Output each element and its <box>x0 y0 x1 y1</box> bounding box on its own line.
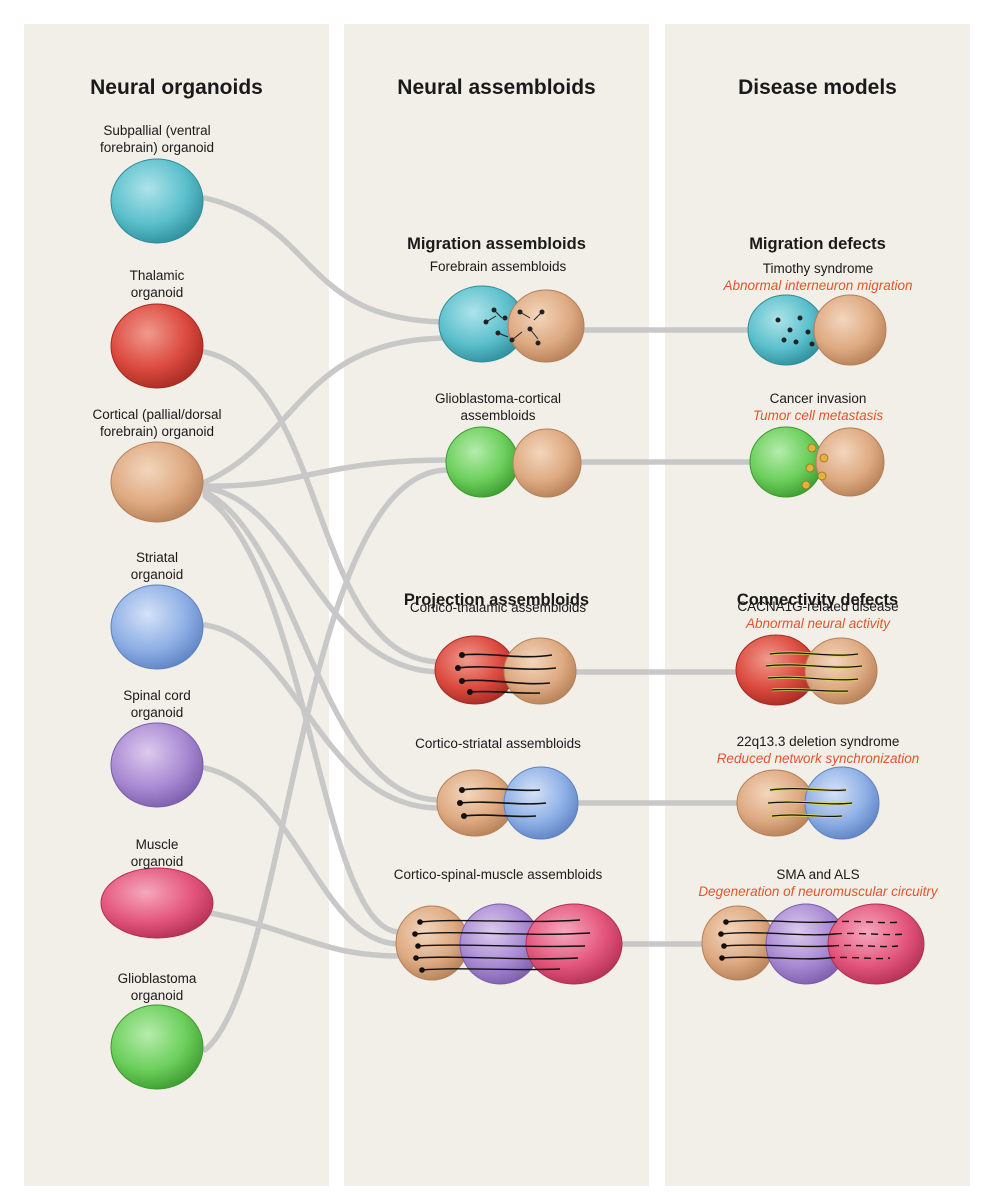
organoid-label-glioblastoma: Glioblastoma organoid <box>64 970 250 1004</box>
connector-cortical-corticospinal <box>202 493 403 935</box>
connector-subpallial-forebrain <box>202 195 453 325</box>
organoid-label-subpallial: Subpallial (ventral forebrain) organoid <box>64 122 250 156</box>
organoid-label-line: forebrain) organoid <box>99 424 215 439</box>
organoid-label-muscle: Muscle organoid <box>64 836 250 870</box>
connector-cortical-corticostriatal <box>202 489 443 803</box>
assembloid-label-line: Cortico-thalamic assembloids <box>409 600 587 615</box>
connector-thalamic-corticothalamic <box>202 349 445 665</box>
disease-label-sma-als: SMA and ALS Degeneration of neuromuscula… <box>672 866 964 900</box>
disease-model-cacna1g <box>735 634 878 706</box>
connector-muscle-corticospinal <box>202 909 403 959</box>
connector-cortical-glioblastoma-cortical <box>202 457 451 489</box>
organoid-label-line: forebrain) organoid <box>99 140 215 155</box>
disease-label-cancer-invasion: Cancer invasion Tumor cell metastasis <box>680 390 956 424</box>
disease-model-22q133 <box>736 766 880 840</box>
connector-cortical-forebrain <box>202 335 453 485</box>
assembloid-forebrain <box>438 285 585 363</box>
organoid-label-thalamic: Thalamic organoid <box>64 267 250 301</box>
organoid-label-striatal: Striatal organoid <box>64 549 250 583</box>
organoid-label-line: Glioblastoma <box>117 971 197 986</box>
organoid-label-line: Subpallial (ventral <box>103 123 211 138</box>
disease-phenotype: Degeneration of neuromuscular circuitry <box>698 884 938 899</box>
migration-defects-heading: Migration defects <box>749 235 886 253</box>
disease-model-sma-als <box>701 903 925 985</box>
assembloid-cortico-striatal <box>436 766 579 840</box>
disease-name: SMA and ALS <box>776 867 860 882</box>
organoid-thalamic <box>110 303 204 389</box>
assembloid-label-line: Cortico-striatal assembloids <box>415 736 581 751</box>
connector-spinal-corticospinal <box>202 765 403 947</box>
assembloid-label-line: Forebrain assembloids <box>429 259 567 274</box>
projection-assembloids-heading: Projection assembloids <box>403 591 590 609</box>
connectivity-defects-heading: Connectivity defects <box>736 591 899 609</box>
organoids-column-title: Neural organoids <box>90 76 263 99</box>
connector-glioblastoma-glioblastoma-cortical <box>202 467 451 1053</box>
assembloid-label-cortico-spinal-muscle: Cortico-spinal-muscle assembloids <box>374 866 622 883</box>
organoid-label-line: Striatal <box>135 550 179 565</box>
organoid-label-line: Thalamic <box>129 268 185 283</box>
migration-assembloids-heading: Migration assembloids <box>407 235 586 253</box>
disease-name: Timothy syndrome <box>762 261 874 276</box>
organoid-label-line: Cortical (pallial/dorsal <box>92 407 222 422</box>
disease-name: Cancer invasion <box>769 391 867 406</box>
organoid-label-line: organoid <box>130 285 184 300</box>
assembloid-label-line: Cortico-spinal-muscle assembloids <box>393 867 603 882</box>
assembloid-label-cortico-thalamic: Cortico-thalamic assembloids <box>384 599 612 616</box>
organoid-label-line: organoid <box>130 988 184 1003</box>
assembloid-label-cortico-striatal: Cortico-striatal assembloids <box>384 735 612 752</box>
organoid-label-spinal-cord: Spinal cord organoid <box>64 687 250 721</box>
organoid-label-line: organoid <box>130 705 184 720</box>
disease-phenotype: Abnormal neural activity <box>745 616 891 631</box>
organoid-label-line: organoid <box>130 567 184 582</box>
connector-cortical-corticothalamic <box>202 485 445 675</box>
disease-column-title: Disease models <box>738 76 897 99</box>
assembloid-cortico-spinal-muscle <box>395 903 623 985</box>
disease-name: CACNA1G-related disease <box>737 599 899 614</box>
organoid-glioblastoma <box>110 1004 204 1090</box>
assembloid-label-forebrain: Forebrain assembloids <box>384 258 612 275</box>
assembloid-label-glioblastoma-cortical: Glioblastoma-cortical assembloids <box>384 390 612 424</box>
organoid-muscle <box>100 867 214 939</box>
connector-lines <box>202 195 755 1053</box>
disease-panel: Disease models Migration defects Connect… <box>665 24 970 1186</box>
disease-label-timothy: Timothy syndrome Abnormal interneuron mi… <box>680 260 956 294</box>
organoid-striatal <box>110 584 204 670</box>
assembloid-label-line: assembloids <box>460 408 536 423</box>
disease-model-timothy <box>747 294 887 366</box>
connector-striatal-corticostriatal <box>202 622 443 811</box>
disease-label-cacna1g: CACNA1G-related disease Abnormal neural … <box>680 598 956 632</box>
disease-phenotype: Reduced network synchronization <box>716 751 920 766</box>
assembloid-label-line: Glioblastoma-cortical <box>434 391 562 406</box>
organoid-subpallial <box>110 158 204 244</box>
organoid-label-line: Spinal cord <box>123 688 191 703</box>
disease-name: 22q13.3 deletion syndrome <box>736 734 900 749</box>
assembloid-cortico-thalamic <box>434 635 577 705</box>
assembloid-glioblastoma-cortical <box>445 426 582 498</box>
disease-model-cancer-invasion <box>749 426 885 498</box>
organoid-label-line: Muscle <box>135 837 179 852</box>
organoid-cortical <box>110 441 204 523</box>
assembloids-column-title: Neural assembloids <box>397 76 596 99</box>
organoid-label-line: organoid <box>130 854 184 869</box>
disease-phenotype: Tumor cell metastasis <box>752 408 884 423</box>
organoid-label-cortical: Cortical (pallial/dorsal forebrain) orga… <box>64 406 250 440</box>
disease-phenotype: Abnormal interneuron migration <box>723 278 913 293</box>
organoid-spinal-cord <box>110 722 204 808</box>
disease-label-22q133: 22q13.3 deletion syndrome Reduced networ… <box>680 733 956 767</box>
assembloids-panel: Neural assembloids Migration assembloids… <box>344 24 649 1186</box>
